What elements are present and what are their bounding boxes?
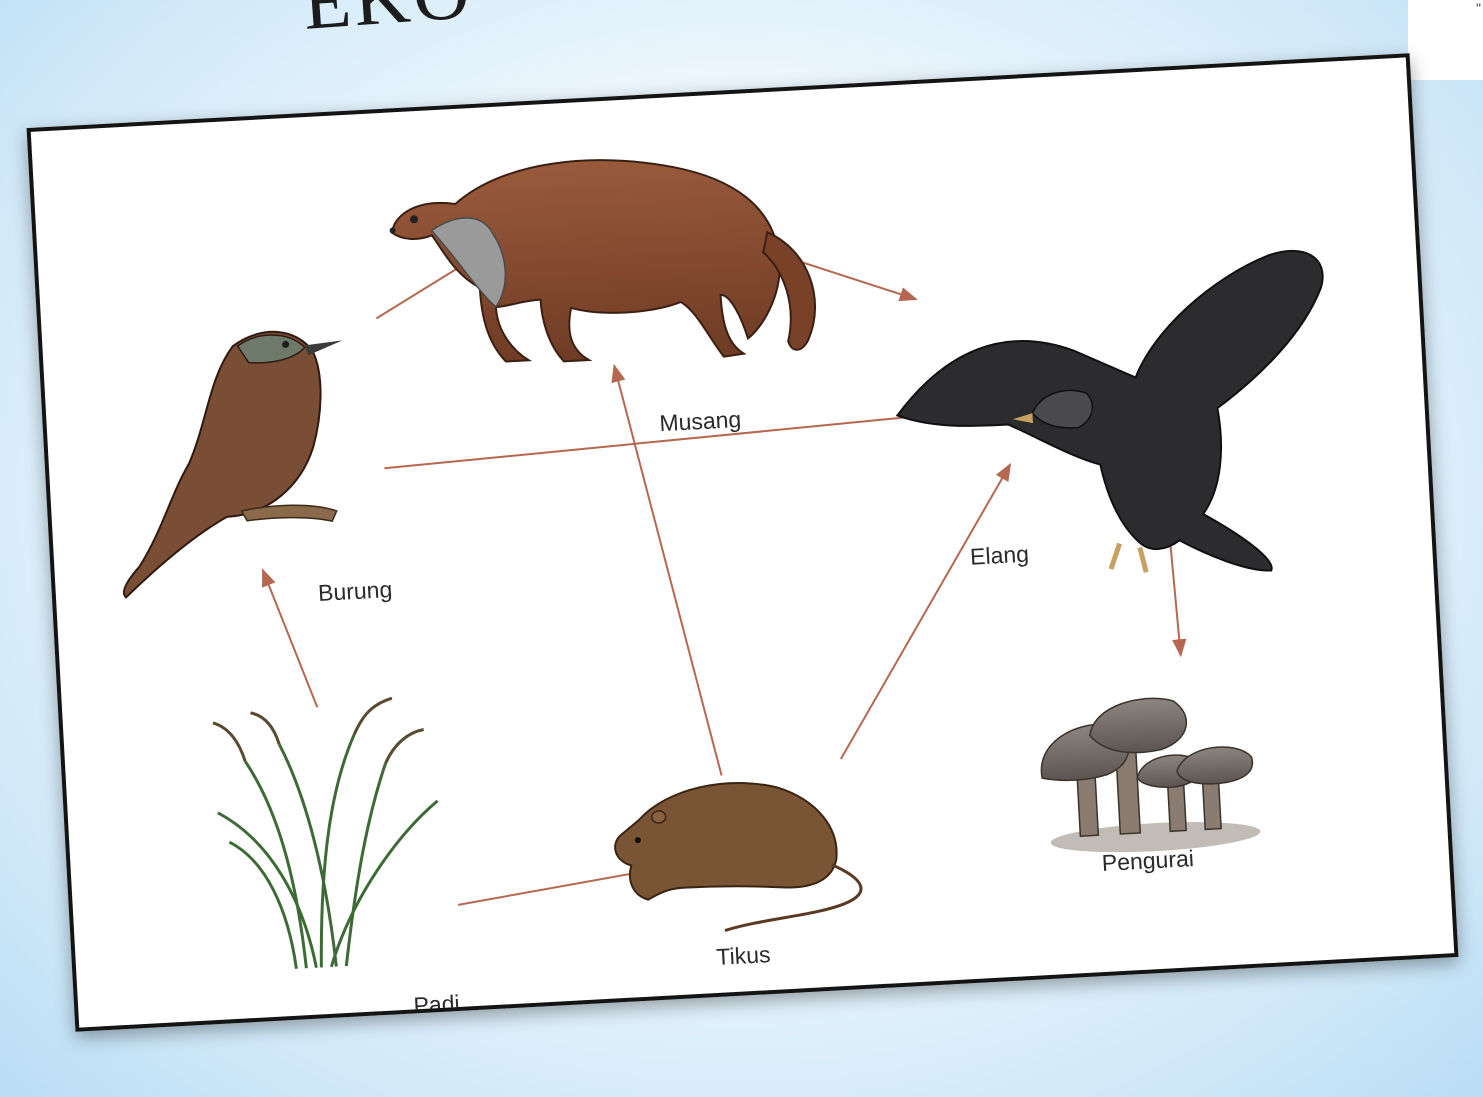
food-web-card: Musang Burung Elang Padi Tikus Pengurai <box>27 53 1459 1032</box>
arrow-padi-burung <box>263 567 318 709</box>
burung-illustration <box>110 328 355 598</box>
label-padi: Padi <box>413 990 460 1019</box>
label-pengurai: Pengurai <box>1101 845 1194 877</box>
corner-fragment: " <box>1408 0 1483 80</box>
padi-illustration <box>212 696 446 973</box>
pengurai-illustration <box>1038 693 1261 857</box>
musang-illustration <box>386 149 817 375</box>
label-musang: Musang <box>659 406 742 437</box>
label-elang: Elang <box>969 541 1029 571</box>
label-tikus: Tikus <box>716 941 771 971</box>
elang-illustration <box>890 249 1339 590</box>
arrow-padi-tikus <box>457 869 658 905</box>
slide-title: EKO <box>300 0 475 48</box>
food-web-illustration <box>31 57 1454 1027</box>
tikus-illustration <box>612 776 863 936</box>
arrow-tikus-elang <box>825 464 1025 759</box>
label-burung: Burung <box>317 576 393 607</box>
